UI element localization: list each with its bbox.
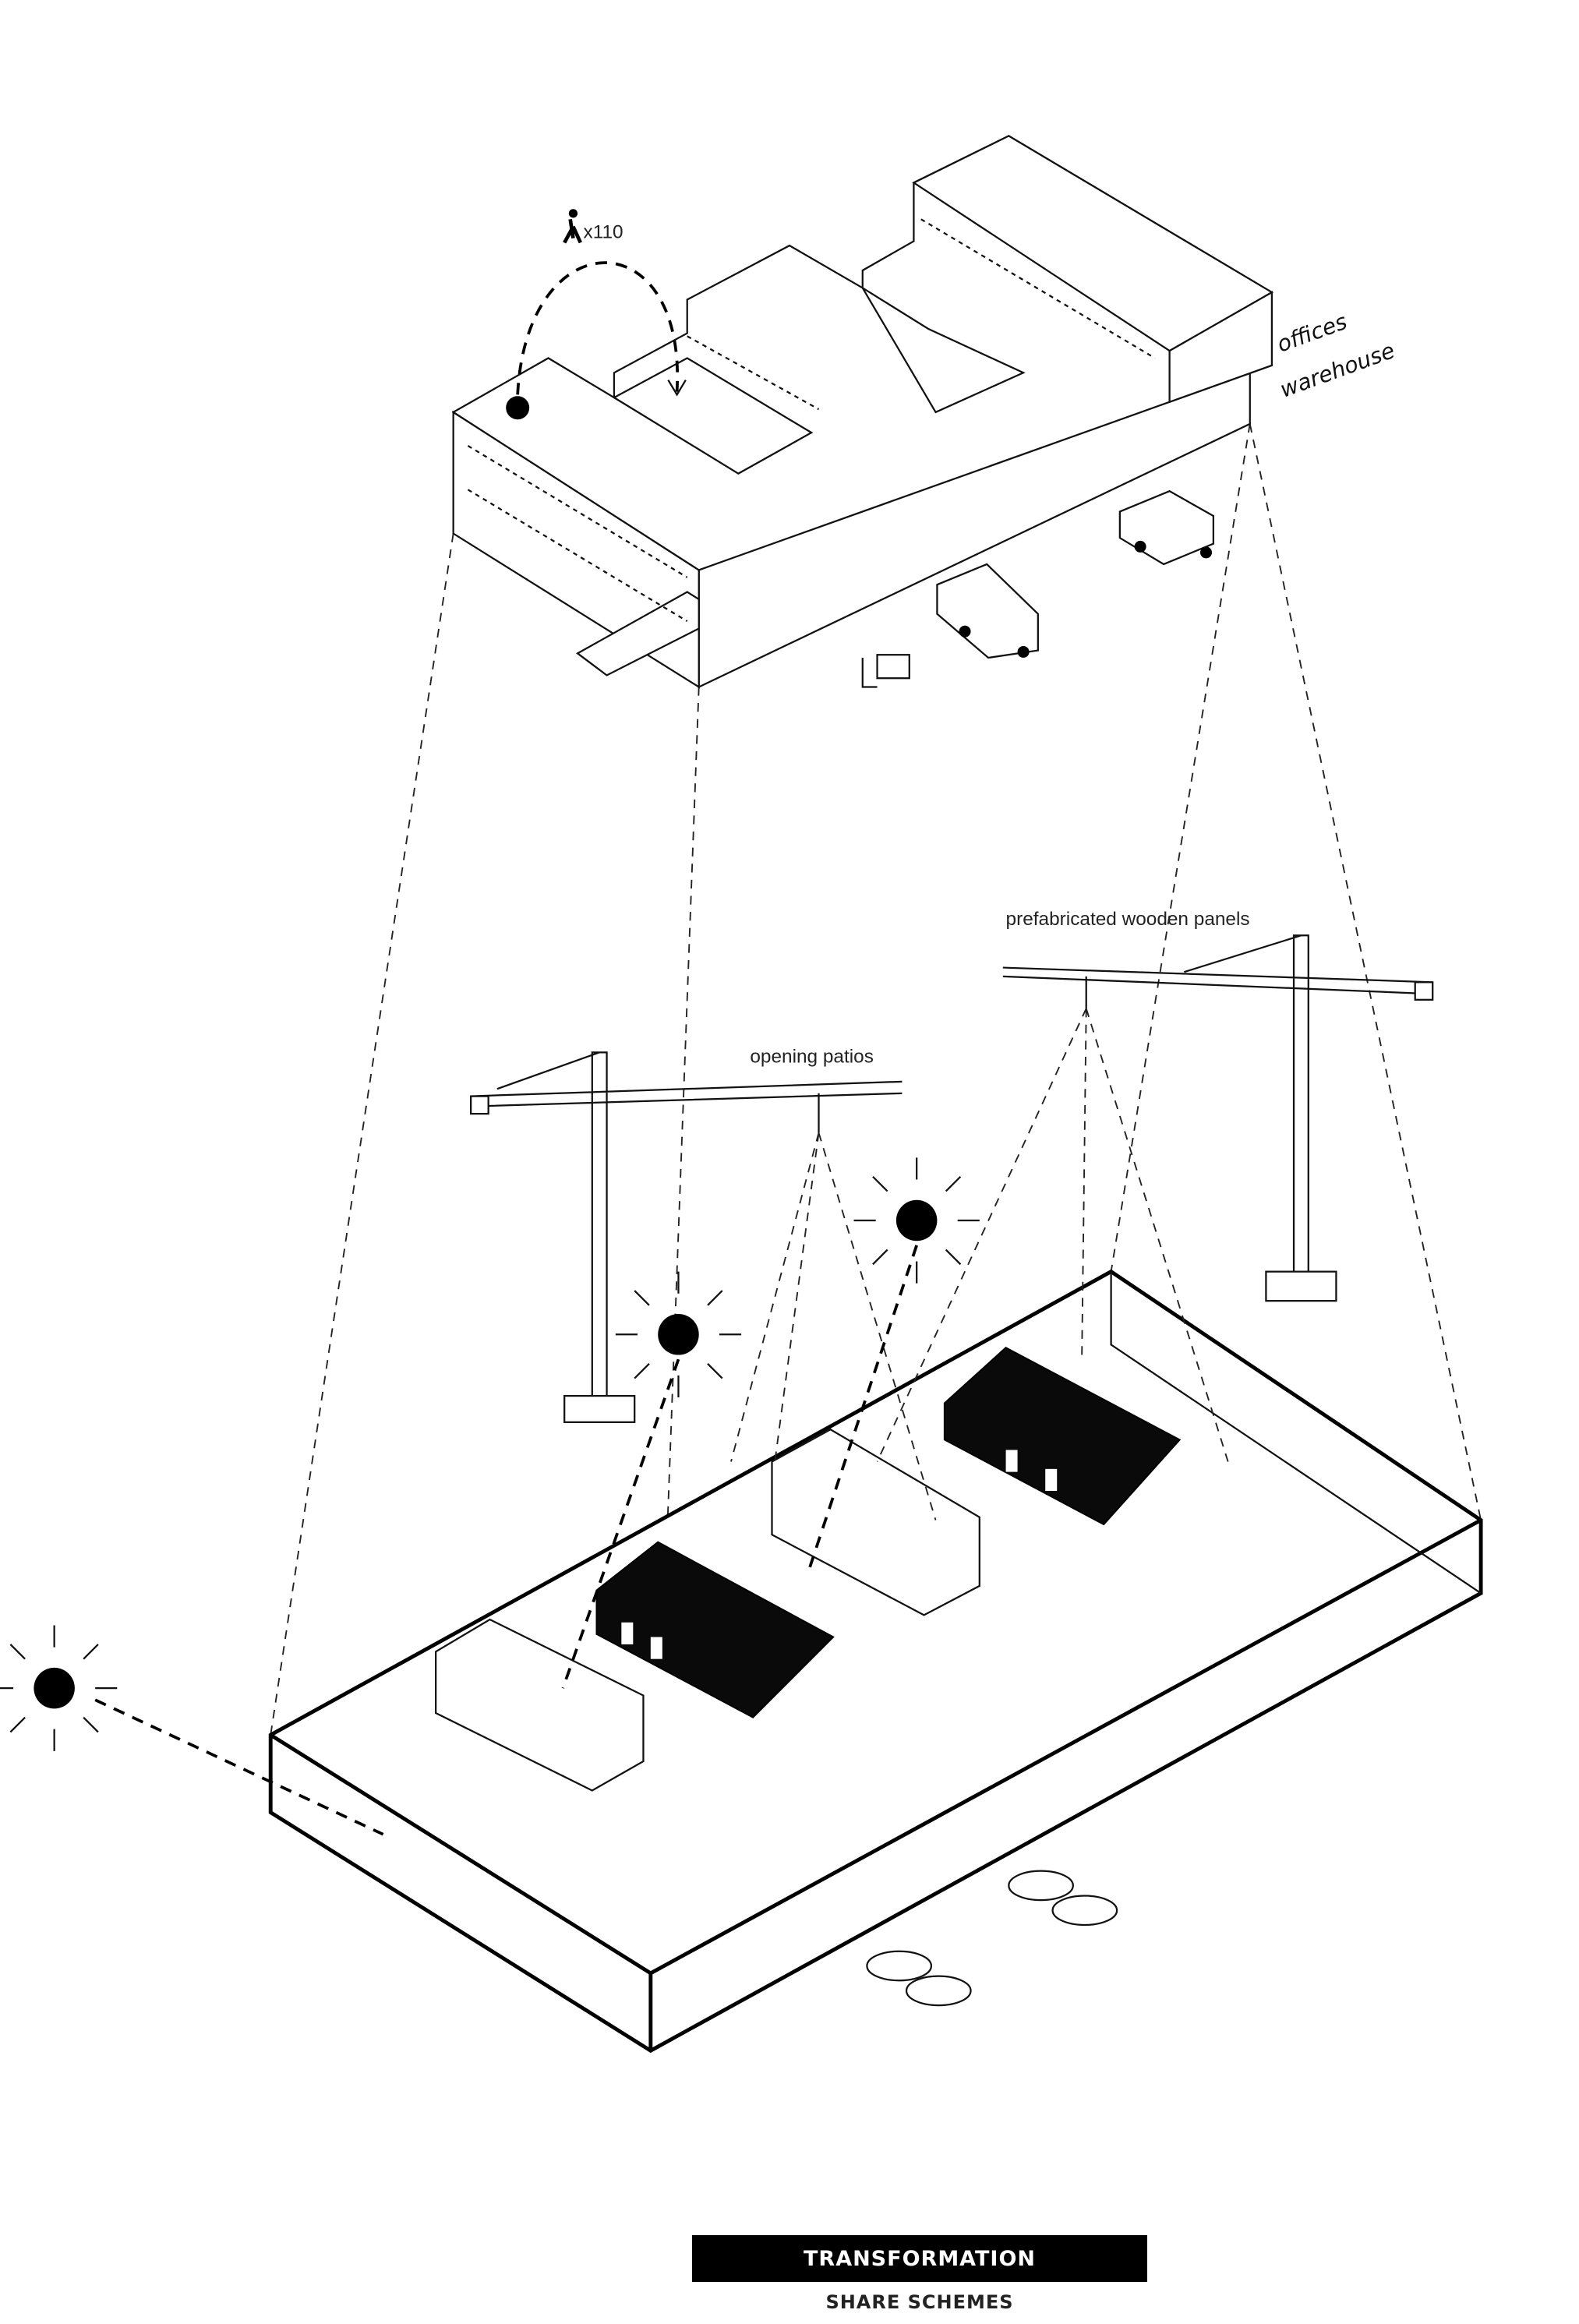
car-icon <box>866 1870 1118 2007</box>
caption-subtitle: SHARE SCHEMES <box>825 2291 1014 2313</box>
new-site <box>268 1269 1483 2054</box>
sun-icon <box>853 1157 980 1284</box>
forklift-icon <box>861 654 910 688</box>
patio <box>771 1428 980 1616</box>
sun-icon <box>0 1625 118 1751</box>
patio <box>435 1618 645 1792</box>
sun-icon <box>615 1271 742 1397</box>
truck-icon <box>1118 489 1215 566</box>
crane-right: prefabricated wooden panels <box>730 909 1434 1520</box>
truck-icon <box>936 563 1039 659</box>
caption-title: TRANSFORMATION <box>692 2235 1147 2282</box>
opening-patios-label: opening patios <box>750 1046 874 1067</box>
roof-point-icon <box>506 396 530 420</box>
offices-label: offices <box>1273 309 1351 358</box>
people-count-label: x110 <box>584 222 623 243</box>
pedestrian-icon <box>563 209 582 244</box>
crane-left: opening patios <box>470 1046 903 1423</box>
black-house <box>595 1541 835 1718</box>
black-house <box>943 1347 1182 1526</box>
prefab-panels-label: prefabricated wooden panels <box>1006 909 1250 930</box>
existing-building: x110 offices warehouse <box>451 135 1398 689</box>
